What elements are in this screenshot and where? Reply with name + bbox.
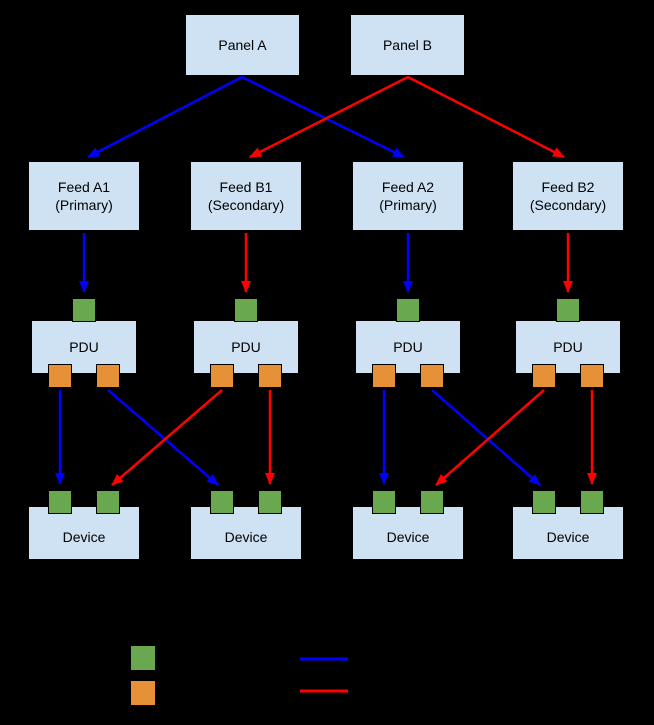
- pdu-4-output-port-left: [532, 364, 556, 388]
- device-3-label: Device: [386, 529, 430, 545]
- device-4-node: Device: [512, 506, 624, 560]
- feed-b1-node: Feed B1 (Secondary): [190, 161, 302, 231]
- pdu-4-input-port: [556, 298, 580, 322]
- device-3-node: Device: [352, 506, 464, 560]
- device-1-node: Device: [28, 506, 140, 560]
- pdu-3-output-port-right: [420, 364, 444, 388]
- feed-a1-name: Feed A1: [57, 179, 111, 195]
- arrow-panel-a-to-feed-a2: [241, 75, 405, 159]
- pdu-1-label: PDU: [69, 339, 99, 355]
- legend-input-port-swatch: [130, 645, 156, 671]
- device-4-input-port-right: [580, 490, 604, 514]
- feed-a1-node: Feed A1 (Primary): [28, 161, 140, 231]
- device-4-input-port-left: [532, 490, 556, 514]
- device-1-input-port-left: [48, 490, 72, 514]
- feed-b1-type: (Secondary): [207, 197, 285, 213]
- pdu-3-label: PDU: [393, 339, 423, 355]
- legend-output-port-swatch: [130, 680, 156, 706]
- arrow-panel-b-to-feed-b1: [249, 75, 409, 159]
- panel-a-node: Panel A: [185, 14, 300, 76]
- arrow-panel-b-to-feed-b2: [407, 75, 565, 159]
- device-3-input-port-left: [372, 490, 396, 514]
- feed-b2-type: (Secondary): [529, 197, 607, 213]
- pdu-2-output-port-left: [210, 364, 234, 388]
- feed-b1-name: Feed B1: [219, 179, 273, 195]
- device-2-input-port-left: [210, 490, 234, 514]
- pdu-3-input-port: [396, 298, 420, 322]
- feed-b2-name: Feed B2: [541, 179, 595, 195]
- pdu-2-input-port: [234, 298, 258, 322]
- device-1-input-port-right: [96, 490, 120, 514]
- panel-a-label: Panel A: [218, 37, 267, 53]
- panel-b-label: Panel B: [382, 37, 433, 53]
- pdu-4-label: PDU: [553, 339, 583, 355]
- panel-b-node: Panel B: [350, 14, 465, 76]
- device-2-input-port-right: [258, 490, 282, 514]
- device-1-label: Device: [62, 529, 106, 545]
- pdu-3-output-port-left: [372, 364, 396, 388]
- pdu-1-input-port: [72, 298, 96, 322]
- pdu-4-output-port-right: [580, 364, 604, 388]
- pdu-2-output-port-right: [258, 364, 282, 388]
- feed-a2-node: Feed A2 (Primary): [352, 161, 464, 231]
- arrow-panel-a-to-feed-a1: [87, 75, 243, 159]
- feed-a2-type: (Primary): [379, 197, 437, 213]
- device-3-input-port-right: [420, 490, 444, 514]
- device-2-node: Device: [190, 506, 302, 560]
- arrow-pdu-3-to-device-4: [431, 389, 541, 486]
- device-4-label: Device: [546, 529, 590, 545]
- pdu-2-label: PDU: [231, 339, 261, 355]
- arrow-pdu-2-to-device-1: [111, 389, 223, 486]
- device-2-label: Device: [224, 529, 268, 545]
- pdu-1-output-port-left: [48, 364, 72, 388]
- pdu-1-output-port-right: [96, 364, 120, 388]
- arrow-pdu-4-to-device-3: [435, 389, 545, 486]
- feed-b2-node: Feed B2 (Secondary): [512, 161, 624, 231]
- feed-a1-type: (Primary): [55, 197, 113, 213]
- arrow-pdu-1-to-device-2: [107, 389, 219, 486]
- feed-a2-name: Feed A2: [381, 179, 435, 195]
